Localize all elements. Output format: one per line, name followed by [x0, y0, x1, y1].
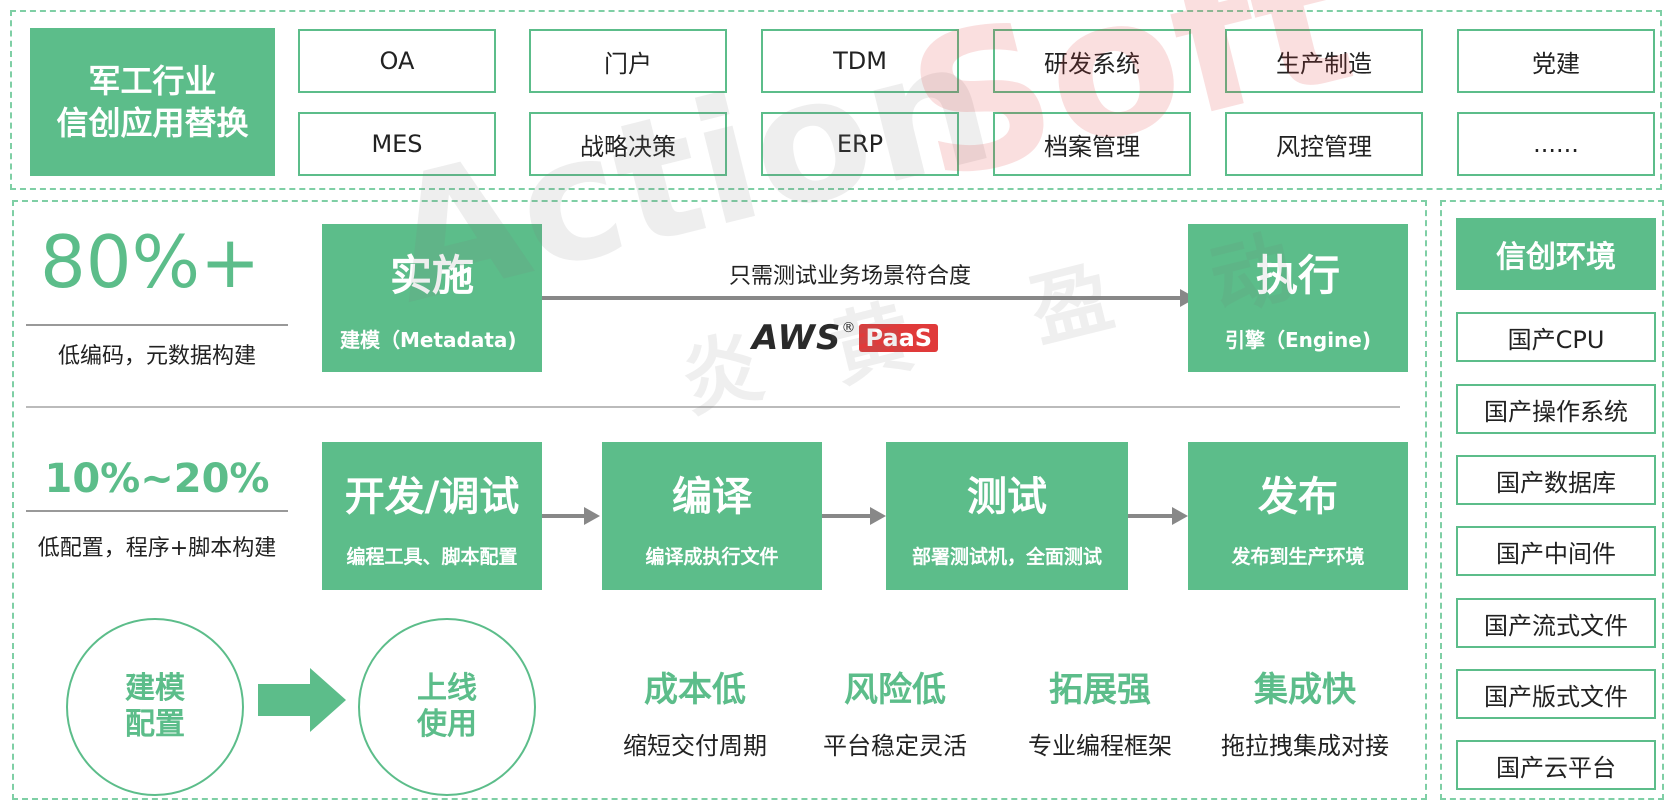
app-erp: ERP: [761, 112, 959, 176]
aws-paas-logo: AWS ® PaaS: [752, 318, 939, 358]
env-item-os: 国产操作系统: [1456, 384, 1656, 434]
app-strategy: 战略决策: [529, 112, 727, 176]
step-develop-box: 开发/调试 编程工具、脚本配置: [322, 442, 542, 590]
industry-title-line2: 信创应用替换: [56, 104, 249, 142]
feature-low-cost-desc: 缩短交付周期: [623, 732, 767, 760]
app-risk-control: 风控管理: [1225, 112, 1423, 176]
app-more: ......: [1457, 112, 1655, 176]
step-compile-box: 编译 编译成执行文件: [602, 442, 822, 590]
env-item-middleware: 国产中间件: [1456, 526, 1656, 576]
app-production: 生产制造: [1225, 29, 1423, 93]
env-item-layout-file: 国产版式文件: [1456, 669, 1656, 719]
app-mes: MES: [298, 112, 496, 176]
circle-model-config-line1: 建模: [125, 671, 185, 706]
step-compile-title: 编译: [672, 474, 752, 520]
metric-80-value: 80%+: [40, 220, 261, 304]
step-release-title: 发布: [1258, 474, 1338, 520]
aws-logo-text: AWS: [752, 318, 842, 358]
step-arrow-2-line: [822, 514, 870, 518]
step-test-box: 测试 部署测试机，全面测试: [886, 442, 1128, 590]
step-release-sub: 发布到生产环境: [1231, 546, 1365, 568]
metric-10-20-value: 10%~20%: [44, 456, 270, 502]
implement-execute-arrow-line: [542, 296, 1182, 300]
circle-model-config-line2: 配置: [125, 707, 185, 742]
env-title-box: 信创环境: [1456, 218, 1656, 290]
implement-box: 实施 建模（Metadata): [322, 224, 542, 372]
env-item-database: 国产数据库: [1456, 455, 1656, 505]
feature-low-risk-desc: 平台稳定灵活: [823, 732, 967, 760]
feature-fast-integration-desc: 拖拉拽集成对接: [1221, 732, 1389, 760]
step-arrow-1-head: [584, 507, 600, 525]
middle-divider: [26, 406, 1400, 408]
top-section-frame: [10, 10, 1662, 190]
big-green-arrow: [258, 668, 348, 732]
circle-go-live-line1: 上线: [417, 671, 477, 706]
industry-title-box: 军工行业 信创应用替换: [30, 28, 275, 176]
step-develop-sub: 编程工具、脚本配置: [346, 546, 518, 568]
metric-10-20-divider: [26, 510, 288, 512]
env-section-frame: [1440, 200, 1664, 800]
step-test-sub: 部署测试机，全面测试: [911, 546, 1102, 568]
industry-title-line1: 军工行业: [88, 62, 217, 100]
implement-title: 实施: [389, 251, 474, 300]
feature-low-risk-title: 风险低: [844, 670, 946, 710]
step-arrow-3-line: [1128, 514, 1172, 518]
app-portal: 门户: [529, 29, 727, 93]
feature-low-cost-title: 成本低: [644, 670, 746, 710]
app-tdm: TDM: [761, 29, 959, 93]
feature-extensible-title: 拓展强: [1049, 670, 1151, 710]
step-develop-title: 开发/调试: [344, 474, 520, 520]
paas-badge: PaaS: [859, 324, 939, 352]
aws-logo-registered: ®: [841, 320, 856, 336]
circle-go-live-line2: 使用: [417, 707, 477, 742]
app-oa: OA: [298, 29, 496, 93]
metric-80-divider: [26, 324, 288, 326]
step-arrow-2-head: [870, 507, 886, 525]
step-compile-sub: 编译成执行文件: [645, 546, 779, 568]
metric-80-desc: 低编码，元数据构建: [57, 344, 256, 369]
arrow-label: 只需测试业务场景符合度: [728, 264, 971, 289]
step-test-title: 测试: [967, 474, 1047, 520]
step-release-box: 发布 发布到生产环境: [1188, 442, 1408, 590]
metric-10-20-desc: 低配置，程序+脚本构建: [37, 536, 277, 561]
app-archive: 档案管理: [993, 112, 1191, 176]
env-item-stream-file: 国产流式文件: [1456, 598, 1656, 648]
execute-box: 执行 引擎（Engine): [1188, 224, 1408, 372]
env-item-cpu: 国产CPU: [1456, 312, 1656, 362]
feature-fast-integration-title: 集成快: [1254, 670, 1356, 710]
feature-extensible-desc: 专业编程框架: [1028, 732, 1172, 760]
app-party-building: 党建: [1457, 29, 1655, 93]
implement-sub: 建模（Metadata): [340, 328, 517, 352]
app-rnd-system: 研发系统: [993, 29, 1191, 93]
step-arrow-1-line: [542, 514, 584, 518]
execute-sub: 引擎（Engine): [1224, 328, 1371, 352]
circle-go-live: 上线 使用: [358, 618, 536, 796]
main-section-frame: [12, 200, 1427, 800]
step-arrow-3-head: [1172, 507, 1188, 525]
circle-model-config: 建模 配置: [66, 618, 244, 796]
execute-title: 执行: [1255, 251, 1340, 300]
env-item-cloud: 国产云平台: [1456, 740, 1656, 790]
